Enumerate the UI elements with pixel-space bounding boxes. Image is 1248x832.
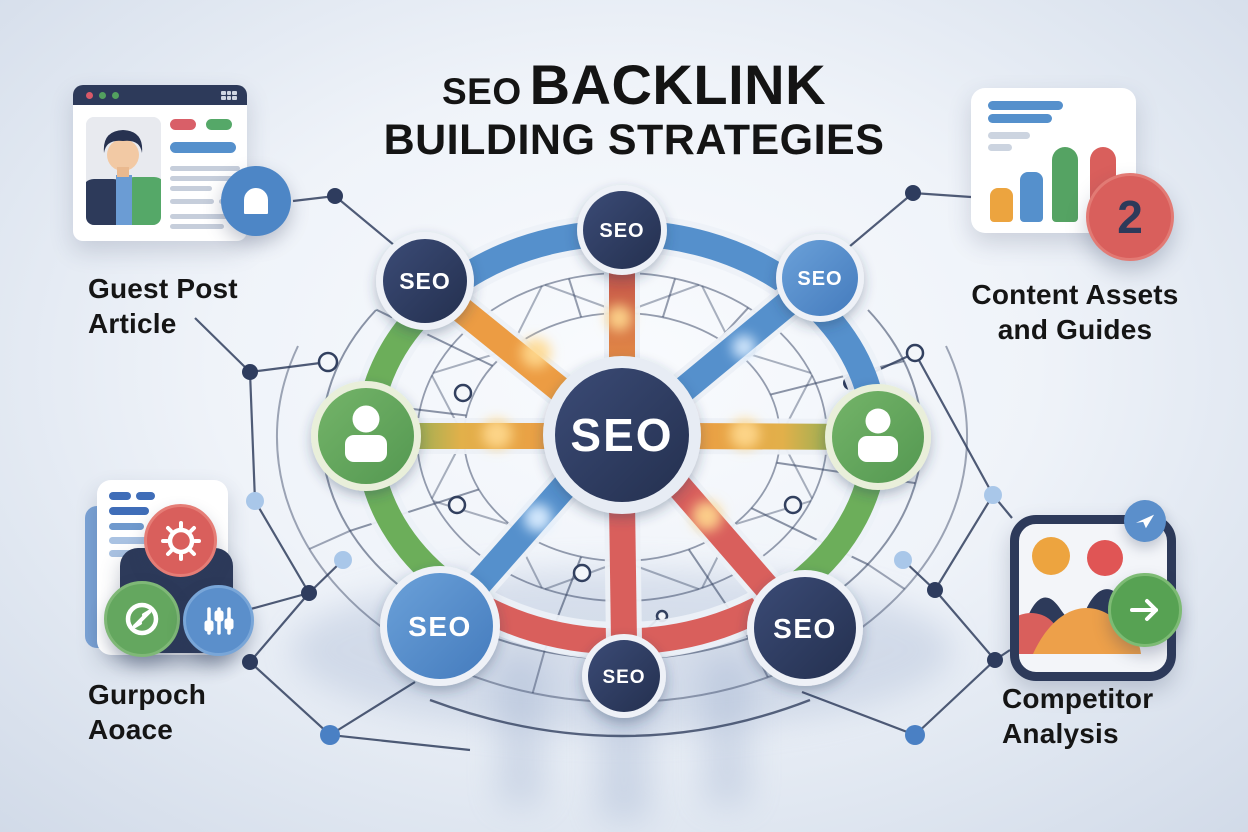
seo-node-top-right: SEO — [776, 234, 864, 322]
dot-red — [1087, 540, 1123, 576]
menu-dots-icon — [221, 91, 237, 100]
neck — [117, 167, 129, 177]
guest-post-label: Guest Post Article — [88, 273, 238, 339]
person-icon — [345, 405, 387, 462]
gear-icon — [160, 520, 201, 561]
chart-bar-orange — [990, 188, 1013, 222]
content-assets-card: 2 — [971, 88, 1174, 261]
shirt-center — [116, 175, 132, 225]
person-node-right — [825, 384, 931, 490]
svg-text:SEO: SEO — [408, 611, 472, 642]
tag-pill-green — [206, 119, 233, 130]
spoke-glows — [482, 305, 760, 532]
spoke-bottom — [609, 501, 637, 643]
svg-text:SEO: SEO — [773, 613, 837, 644]
author-portrait — [86, 117, 161, 225]
publish-badge — [221, 166, 291, 236]
seo-node-bottom-left: SEO — [380, 566, 500, 686]
tag-pill-red — [170, 119, 196, 130]
window-dot-green2 — [112, 92, 119, 99]
svg-text:SEO: SEO — [602, 667, 645, 688]
arrow-right-icon — [1130, 599, 1158, 621]
gurpoch-label: Gurpoch Aoace — [88, 679, 207, 745]
step-2-badge: 2 — [1086, 173, 1174, 261]
heading-bar-blue — [170, 142, 236, 153]
face — [107, 139, 139, 171]
seo-hub-center: SEO — [543, 356, 701, 514]
suit-left — [86, 179, 125, 225]
person-node-left — [311, 381, 421, 491]
compass-icon — [125, 602, 159, 636]
title-line-2: BUILDING STRATEGIES — [383, 116, 885, 165]
send-icon — [1135, 514, 1155, 529]
person-icon — [858, 408, 898, 462]
guest-post-card — [73, 85, 291, 241]
gear-badge — [144, 504, 217, 577]
hair — [103, 130, 143, 153]
sliders-icon — [204, 606, 233, 635]
ring-arc-blue — [414, 220, 888, 438]
seo-node-bottom: SEO — [582, 634, 666, 718]
title-main: BACKLINK — [529, 53, 827, 116]
go-badge — [1108, 573, 1182, 647]
dot-orange — [1032, 537, 1070, 575]
chart-bar-green — [1052, 147, 1078, 222]
competitor-label: Competitor Analysis — [1002, 683, 1154, 749]
svg-text:SEO: SEO — [599, 220, 644, 242]
seo-node-top-left: SEO — [376, 232, 474, 330]
svg-text:SEO: SEO — [797, 268, 842, 290]
browser-title-bar — [73, 85, 247, 105]
sliders-badge — [183, 585, 254, 656]
send-badge — [1124, 500, 1166, 542]
svg-text:SEO: SEO — [570, 409, 673, 461]
hub-spokes — [382, 272, 863, 643]
seo-node-top: SEO — [577, 185, 667, 275]
chart-bar-blue — [1020, 172, 1043, 222]
svg-text:SEO: SEO — [399, 268, 451, 294]
title-prefix: SEO — [441, 71, 522, 112]
compass-badge — [104, 581, 180, 657]
seo-node-bottom-right: SEO — [747, 570, 863, 686]
window-dot-green — [99, 92, 106, 99]
content-assets-label: Content Assets and Guides — [971, 279, 1179, 345]
hub-nodes: SEO SEO SEO — [311, 185, 931, 718]
window-dot-red — [86, 92, 93, 99]
publish-arch-icon — [244, 188, 268, 214]
